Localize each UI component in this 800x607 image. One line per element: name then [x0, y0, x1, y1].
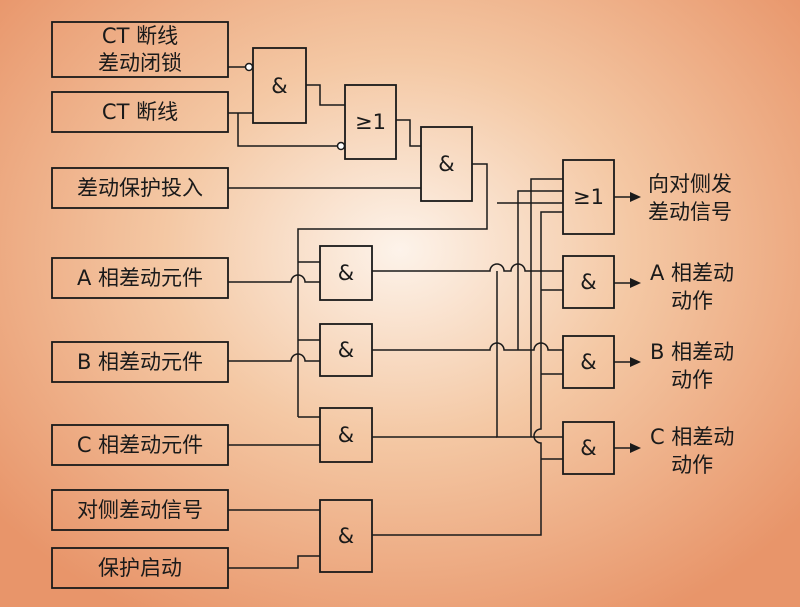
input-phase-c-element: C 相差动元件 [76, 432, 204, 457]
input-diff-protection-on: 差动保护投入 [77, 175, 203, 200]
output-phase-b-trip-line1: B 相差动 [650, 340, 735, 364]
output-phase-a-trip: A 相差动 动作 [650, 259, 734, 316]
or-gate-1 [344, 84, 397, 160]
input-box-ct-break [51, 91, 229, 133]
output-phase-b-trip-line2: 动作 [671, 368, 714, 393]
input-protection-start: 保护启动 [98, 555, 182, 580]
inverter-bubble-2 [336, 141, 346, 151]
output-phase-c-trip: C 相差动 动作 [650, 423, 734, 480]
output-phase-c-trip-line2: 动作 [671, 453, 714, 478]
and-gate-remote-symbol: & [337, 524, 355, 548]
input-box-phase-a [51, 257, 229, 299]
output-send-remote-line2: 差动信号 [648, 200, 732, 225]
and-gate-trip-c-symbol: & [580, 436, 597, 460]
and-gate-1-symbol: & [271, 73, 288, 98]
and-gate-phase-c [319, 407, 373, 463]
and-gate-trip-a [562, 255, 615, 309]
input-box-ct-break-block [51, 21, 229, 78]
inverter-bubble-1 [244, 62, 254, 72]
and-gate-2-symbol: & [438, 152, 455, 176]
output-phase-a-trip-line1: A 相差动 [650, 261, 735, 285]
input-remote-diff-signal: 对侧差动信号 [77, 497, 203, 522]
output-phase-b-trip: B 相差动 动作 [650, 338, 734, 395]
input-box-phase-b [51, 341, 229, 383]
input-ct-break-block-line2: 差动闭锁 [98, 50, 182, 75]
output-send-remote-line1: 向对侧发 [648, 172, 732, 196]
output-send-remote: 向对侧发 差动信号 [648, 170, 732, 227]
input-ct-break: CT 断线 [101, 99, 179, 124]
output-phase-a-trip-line2: 动作 [671, 289, 714, 314]
and-gate-trip-b-symbol: & [580, 350, 597, 374]
and-gate-phase-a-symbol: & [337, 261, 355, 285]
input-phase-b-element: B 相差动元件 [76, 349, 204, 374]
or-gate-send-symbol: ≥1 [573, 185, 604, 209]
input-phase-a-element: A 相差动元件 [76, 265, 204, 290]
and-gate-phase-a [319, 245, 373, 301]
input-ct-break-block: CT 断线 差动闭锁 [52, 22, 228, 77]
and-gate-phase-b-symbol: & [337, 338, 355, 362]
and-gate-remote [319, 499, 373, 573]
input-ct-break-block-line1: CT 断线 [101, 24, 179, 49]
and-gate-trip-a-symbol: & [580, 270, 597, 294]
or-gate-1-symbol: ≥1 [355, 110, 386, 134]
output-phase-c-trip-line1: C 相差动 [650, 425, 735, 449]
and-gate-phase-c-symbol: & [337, 423, 355, 447]
